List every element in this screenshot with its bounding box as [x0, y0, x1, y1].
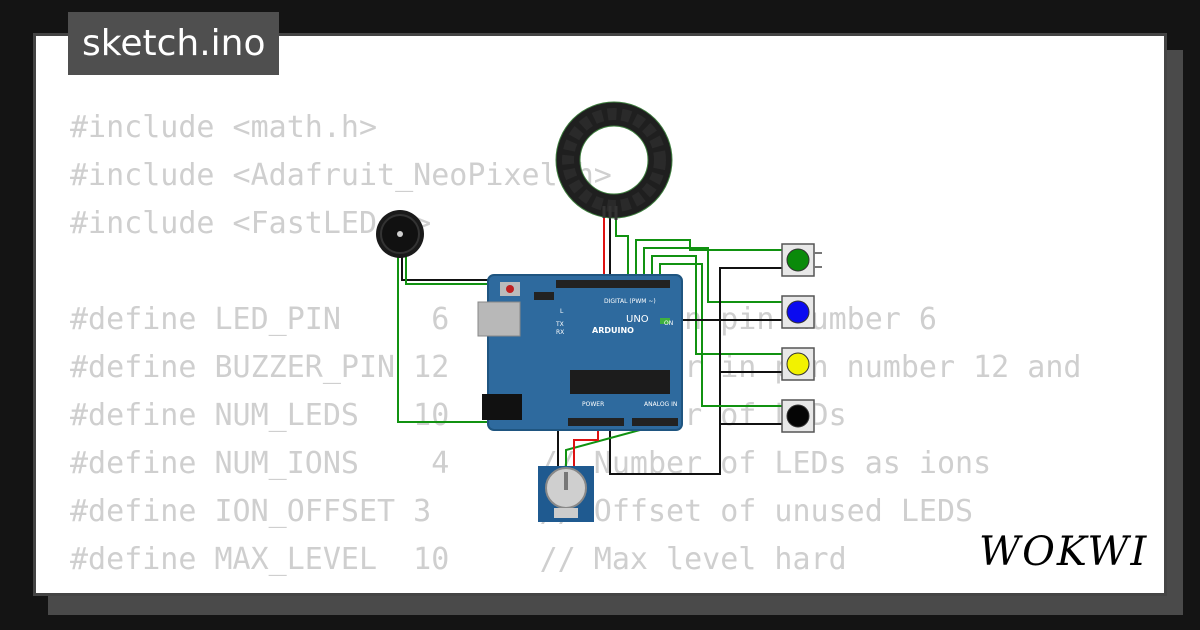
- wire-button-gnd: [719, 267, 784, 372]
- code-line: #include <Adafruit_NeoPixel.h>: [70, 158, 612, 193]
- board-model: UNO: [626, 314, 649, 325]
- pushbutton-green[interactable]: [781, 243, 822, 277]
- pushbutton-black[interactable]: [781, 399, 815, 433]
- board-digital-label: DIGITAL (PWM ~): [604, 298, 656, 305]
- neopixel-ring[interactable]: [555, 101, 673, 220]
- pushbutton-blue[interactable]: [781, 295, 815, 329]
- code-line: #define NUM_IONS 4 // Number of LEDs as …: [70, 446, 992, 481]
- wokwi-logo: WOKWI: [979, 529, 1148, 575]
- code-line: #include <math.h>: [70, 110, 378, 145]
- code-line: #define MAX_LEVEL 10 // Max level hard: [70, 542, 847, 577]
- board-l-label: L: [560, 308, 564, 315]
- wire-button-black: [659, 263, 784, 407]
- wire-button-green: [635, 239, 784, 280]
- wire-buzzer-gnd: [401, 252, 488, 281]
- board-power-label: POWER: [582, 401, 604, 408]
- board-on-label: ON: [664, 320, 673, 327]
- board-tx-label: TX: [555, 321, 564, 328]
- potentiometer[interactable]: [538, 466, 594, 522]
- code-preview: #include <math.h> #include <Adafruit_NeoP…: [70, 104, 1081, 593]
- button-cap-green: [786, 248, 810, 272]
- pushbutton-yellow[interactable]: [781, 347, 815, 381]
- board-rx-label: RX: [556, 329, 564, 336]
- wires: [397, 218, 784, 508]
- buzzer[interactable]: [376, 210, 424, 258]
- button-cap-blue: [786, 300, 810, 324]
- arduino-uno-board[interactable]: DIGITAL (PWM ~) ARDUINO UNO ON L TX RX P…: [477, 274, 683, 431]
- code-line: #define BUTTON_SET 2: [70, 584, 1081, 593]
- board-analog-label: ANALOG IN: [644, 401, 677, 408]
- file-title-tab[interactable]: sketch.ino: [68, 12, 280, 75]
- button-cap-black: [786, 404, 810, 428]
- wire-button-blue: [643, 247, 784, 303]
- wire-buzzer-signal: [405, 255, 498, 285]
- wire-button-yellow: [651, 255, 784, 355]
- wire-ring-data: [615, 220, 629, 280]
- code-line: #define ION_OFFSET 3 // Offset of unused…: [70, 494, 974, 529]
- wokwi-logo-text: WOKWI: [979, 529, 1148, 575]
- board-brand: ARDUINO: [592, 326, 634, 335]
- button-cap-yellow: [786, 352, 810, 376]
